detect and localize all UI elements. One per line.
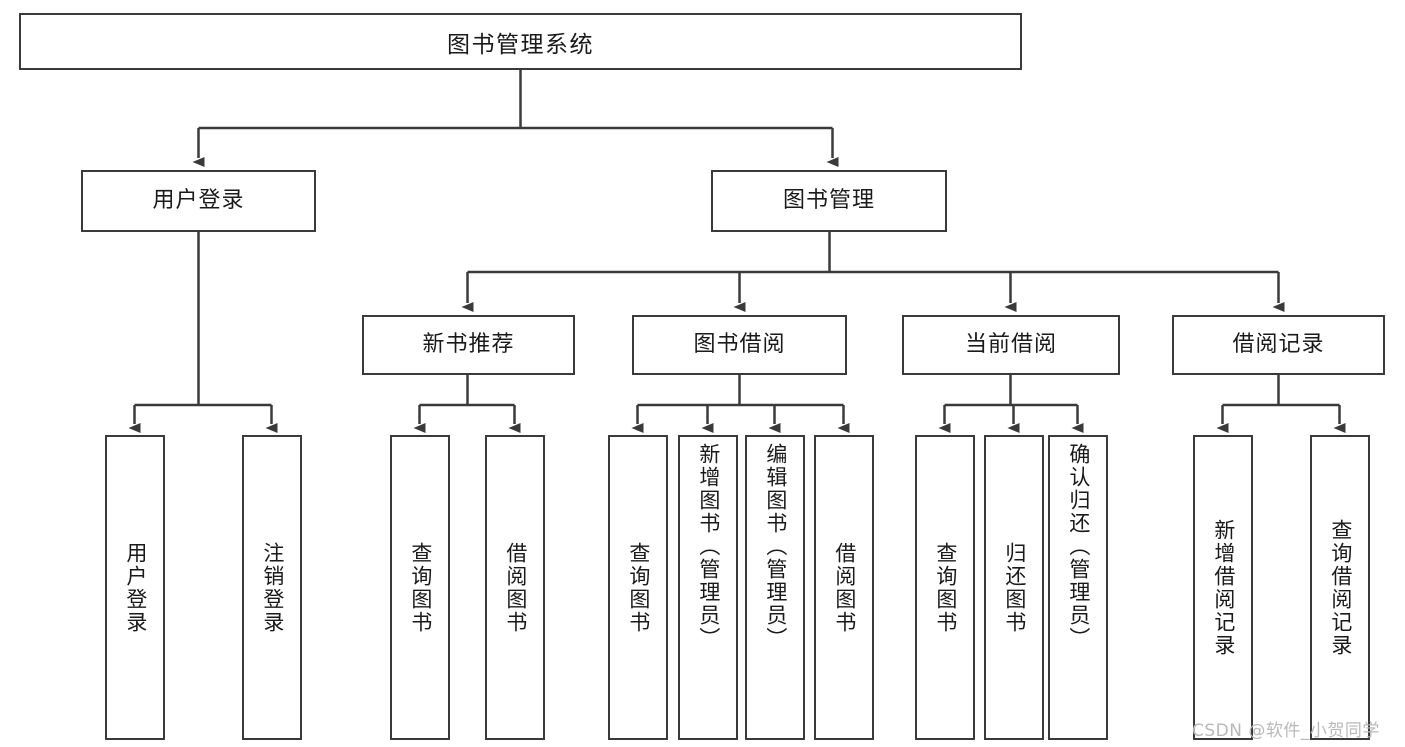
leaf-borrow-book-new[interactable]: 借阅图书 [485,435,545,740]
node-current-borrow[interactable]: 当前借阅 [902,315,1120,375]
leaf-query-book-current-label: 查询图书 [933,541,958,634]
leaf-query-book-current[interactable]: 查询图书 [915,435,975,740]
node-new-book-recommend-label: 新书推荐 [422,331,515,357]
leaf-add-borrow-record-label: 新增借阅记录 [1211,518,1236,657]
csdn-watermark: CSDN @软件_小贺同学 [1192,716,1380,741]
leaf-confirm-return-admin[interactable]: 确认归还（管理员） [1048,435,1108,740]
leaf-logout-label: 注销登录 [260,541,285,634]
node-borrow-record-label: 借阅记录 [1232,331,1325,357]
leaf-query-book-borrow[interactable]: 查询图书 [608,435,668,740]
leaf-return-book[interactable]: 归还图书 [984,435,1044,740]
leaf-add-borrow-record[interactable]: 新增借阅记录 [1193,435,1253,740]
node-user-login[interactable]: 用户登录 [81,170,316,232]
node-book-borrow-label: 图书借阅 [693,331,786,357]
node-borrow-record[interactable]: 借阅记录 [1172,315,1385,375]
leaf-borrow-book-new-label: 借阅图书 [503,541,528,634]
node-root-label: 图书管理系统 [447,31,594,58]
leaf-query-book-new-label: 查询图书 [408,541,433,634]
leaf-user-login[interactable]: 用户登录 [105,435,165,740]
node-root[interactable]: 图书管理系统 [19,13,1022,70]
leaf-user-login-label: 用户登录 [123,541,148,634]
node-current-borrow-label: 当前借阅 [964,331,1057,357]
node-user-login-label: 用户登录 [152,187,245,213]
node-book-borrow[interactable]: 图书借阅 [632,315,847,375]
leaf-add-book-admin[interactable]: 新增图书（管理员） [678,435,738,740]
leaf-borrow-book-borrow[interactable]: 借阅图书 [814,435,874,740]
leaf-logout[interactable]: 注销登录 [242,435,302,740]
leaf-edit-book-admin[interactable]: 编辑图书（管理员） [745,435,805,740]
node-book-management[interactable]: 图书管理 [711,170,947,232]
leaf-confirm-return-admin-label: 确认归还（管理员） [1066,443,1091,650]
leaf-edit-book-admin-label: 编辑图书（管理员） [763,443,788,650]
leaf-borrow-book-borrow-label: 借阅图书 [832,541,857,634]
node-book-management-label: 图书管理 [782,187,875,213]
leaf-add-book-admin-label: 新增图书（管理员） [696,443,721,650]
leaf-return-book-label: 归还图书 [1002,541,1027,634]
leaf-query-borrow-record[interactable]: 查询借阅记录 [1310,435,1370,740]
leaf-query-book-borrow-label: 查询图书 [626,541,651,634]
csdn-watermark-text: CSDN @软件_小贺同学 [1192,721,1380,741]
leaf-query-borrow-record-label: 查询借阅记录 [1328,518,1353,657]
node-new-book-recommend[interactable]: 新书推荐 [362,315,575,375]
leaf-query-book-new[interactable]: 查询图书 [390,435,450,740]
